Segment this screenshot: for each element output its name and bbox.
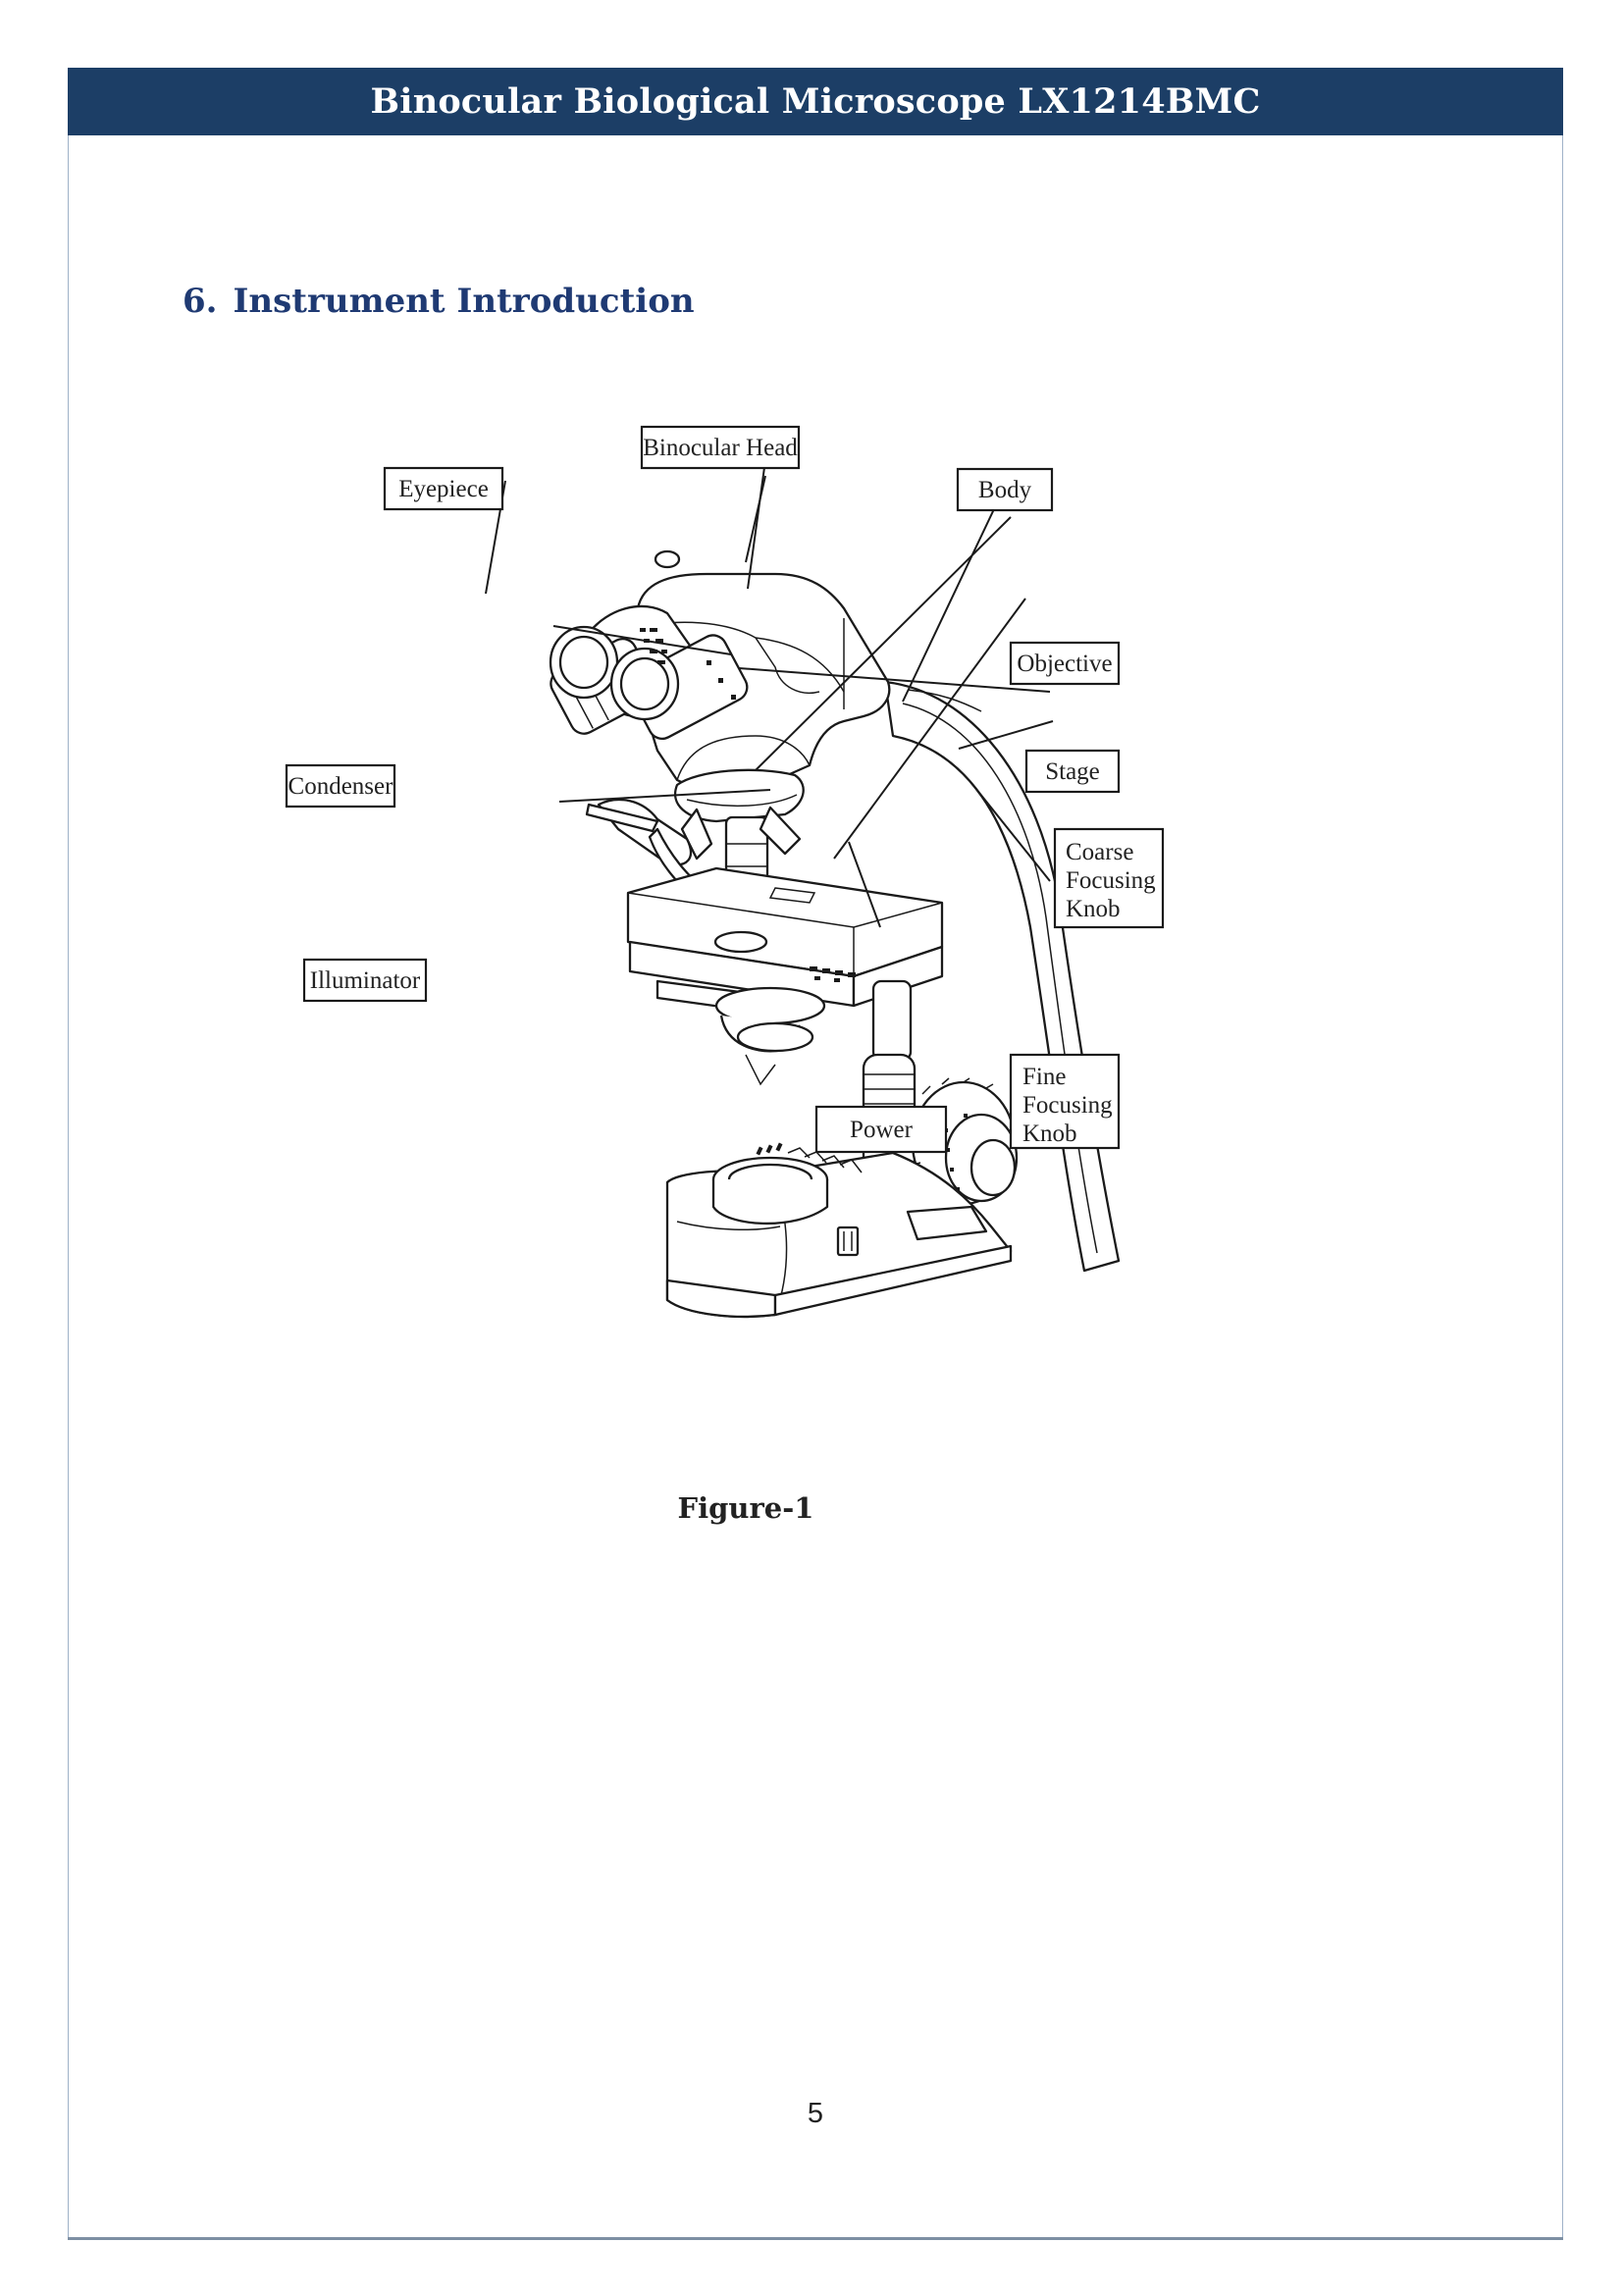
bottom-rule [68,2237,1563,2240]
fine-knob [969,1138,1017,1197]
binocular-head [636,572,891,792]
stage-drive [871,979,913,1062]
power-switch [836,1226,860,1257]
callout-coarse-focusing-knob: Coarse Focusing Knob [1053,827,1165,929]
callout-body: Body [956,467,1054,512]
callout-eyepiece: Eyepiece [383,466,504,511]
label-condenser: Condenser [288,773,394,800]
label-fine-line-1: Fine [1022,1064,1066,1090]
page-number: 5 [807,2098,824,2129]
label-coarse-line-3: Knob [1066,896,1121,922]
callout-fine-focusing-knob: Fine Focusing Knob [1009,1053,1121,1150]
callout-stage: Stage [1024,749,1121,794]
label-fine-line-3: Knob [1022,1121,1077,1147]
microscope-illustration [549,549,1121,1319]
label-coarse-line-1: Coarse [1066,839,1133,865]
condenser-opening [713,930,768,954]
callout-condenser: Condenser [285,763,396,808]
label-eyepiece: Eyepiece [398,476,489,502]
callout-illuminator: Illuminator [302,958,428,1003]
microscope-diagram-svg: Binocular Head Eyepiece Body Objective C… [285,425,1165,1319]
callout-objective: Objective [1009,641,1121,686]
label-illuminator: Illuminator [310,967,421,994]
label-body: Body [978,477,1032,503]
label-binocular-head: Binocular Head [643,435,798,461]
microscope-diagram: Binocular Head Eyepiece Body Objective C… [265,397,1354,1487]
label-fine-line-2: Focusing [1022,1092,1113,1119]
figure-caption: Figure-1 [677,1491,814,1525]
label-stage: Stage [1045,758,1100,785]
label-power: Power [850,1117,914,1143]
callout-binocular-head: Binocular Head [640,425,801,470]
document-title: Binocular Biological Microscope LX1214BM… [370,81,1261,122]
section-heading: 6. Instrument Introduction [183,282,695,321]
callout-power: Power [814,1105,948,1154]
section-title: Instrument Introduction [233,282,695,321]
label-objective: Objective [1017,651,1112,677]
label-coarse-line-2: Focusing [1066,867,1156,894]
header-bar: Binocular Biological Microscope LX1214BM… [68,68,1563,135]
section-number: 6. [183,282,218,321]
